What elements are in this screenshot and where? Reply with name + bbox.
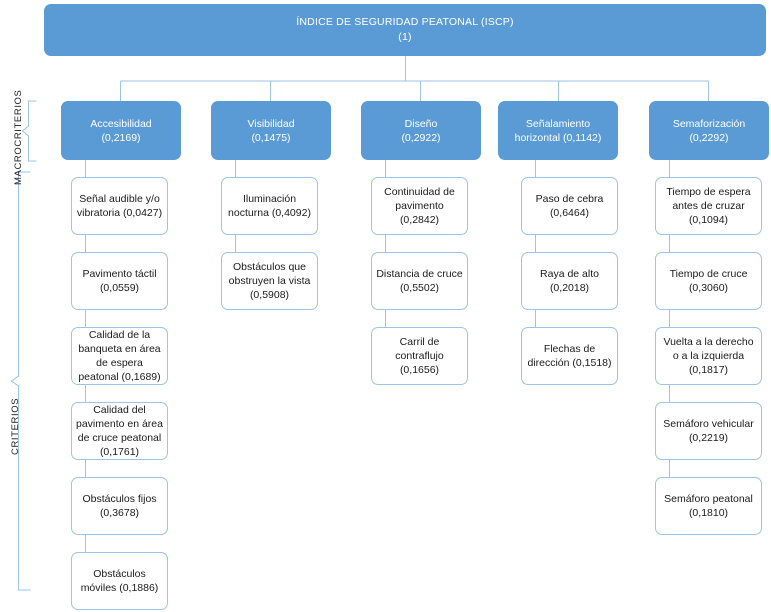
rail-label-criterios: CRITERIOS (10, 397, 21, 455)
criterion-obstaculos-fijos[interactable]: Obstáculos fijos (0,3678) (71, 477, 168, 535)
criterion-obstaculos-vista[interactable]: Obstáculos que obstruyen la vista (0,590… (221, 252, 318, 310)
macro-node-weight: (0,2169) (101, 131, 141, 144)
root-node-indice-seguridad-peatonal[interactable]: ÍNDICE DE SEGURIDAD PEATONAL (ISCP) (1) (44, 4, 766, 56)
criterion-vuelta-derecha-izquierda[interactable]: Vuelta a la derecho o a la izquierda (0,… (655, 327, 762, 385)
macro-node-name: Accesibilidad (90, 117, 152, 130)
macro-node-name: Diseño (404, 117, 438, 130)
criterion-raya-de-alto[interactable]: Raya de alto (0,2018) (521, 252, 618, 310)
macro-node-weight: horizontal (0,1142) (514, 131, 602, 144)
macro-node-accesibilidad[interactable]: Accesibilidad (0,2169) (61, 101, 181, 160)
rail-label-macrocriterios: MACROCRITERIOS (13, 89, 24, 186)
criterion-semaforo-vehicular[interactable]: Semáforo vehicular (0,2219) (655, 402, 762, 460)
criterion-tiempo-de-cruce[interactable]: Tiempo de cruce (0,3060) (655, 252, 762, 310)
criterion-iluminacion-nocturna[interactable]: Iluminación nocturna (0,4092) (221, 177, 318, 235)
criterion-obstaculos-moviles[interactable]: Obstáculos móviles (0,1886) (71, 552, 168, 610)
macro-node-weight: (0,2922) (401, 131, 441, 144)
criterion-continuidad-pavimento[interactable]: Continuidad de pavimento (0,2842) (371, 177, 468, 235)
macro-node-name: Semaforización (672, 117, 746, 130)
macro-node-name: Señalamiento (525, 117, 591, 130)
macro-node-senalamiento-horizontal[interactable]: Señalamiento horizontal (0,1142) (498, 101, 618, 160)
root-node-weight: (1) (398, 31, 412, 43)
criterion-calidad-pavimento-cruce[interactable]: Calidad del pavimento en área de cruce p… (71, 402, 168, 460)
macro-node-diseno[interactable]: Diseño (0,2922) (361, 101, 481, 160)
macro-node-weight: (0,1475) (251, 131, 291, 144)
macro-node-semaforizacion[interactable]: Semaforización (0,2292) (649, 101, 769, 160)
macro-node-name: Visibilidad (247, 117, 295, 130)
criterion-senal-audible[interactable]: Señal audible y/o vibratoria (0,0427) (71, 177, 168, 235)
criterion-distancia-cruce[interactable]: Distancia de cruce (0,5502) (371, 252, 468, 310)
macro-node-weight: (0,2292) (689, 131, 729, 144)
criterion-pavimento-tactil[interactable]: Pavimento táctil (0,0559) (71, 252, 168, 310)
criterion-tiempo-espera[interactable]: Tiempo de espera antes de cruzar (0,1094… (655, 177, 762, 235)
criterion-carril-contraflujo[interactable]: Carril de contraflujo (0,1656) (371, 327, 468, 385)
criterion-paso-de-cebra[interactable]: Paso de cebra (0,6464) (521, 177, 618, 235)
criterion-flechas-de-direccion[interactable]: Flechas de dirección (0,1518) (521, 327, 618, 385)
root-node-title: ÍNDICE DE SEGURIDAD PEATONAL (ISCP) (296, 16, 514, 28)
criterion-calidad-banqueta[interactable]: Calidad de la banqueta en área de espera… (71, 327, 168, 385)
criterion-semaforo-peatonal[interactable]: Semáforo peatonal (0,1810) (655, 477, 762, 535)
macro-node-visibilidad[interactable]: Visibilidad (0,1475) (211, 101, 331, 160)
